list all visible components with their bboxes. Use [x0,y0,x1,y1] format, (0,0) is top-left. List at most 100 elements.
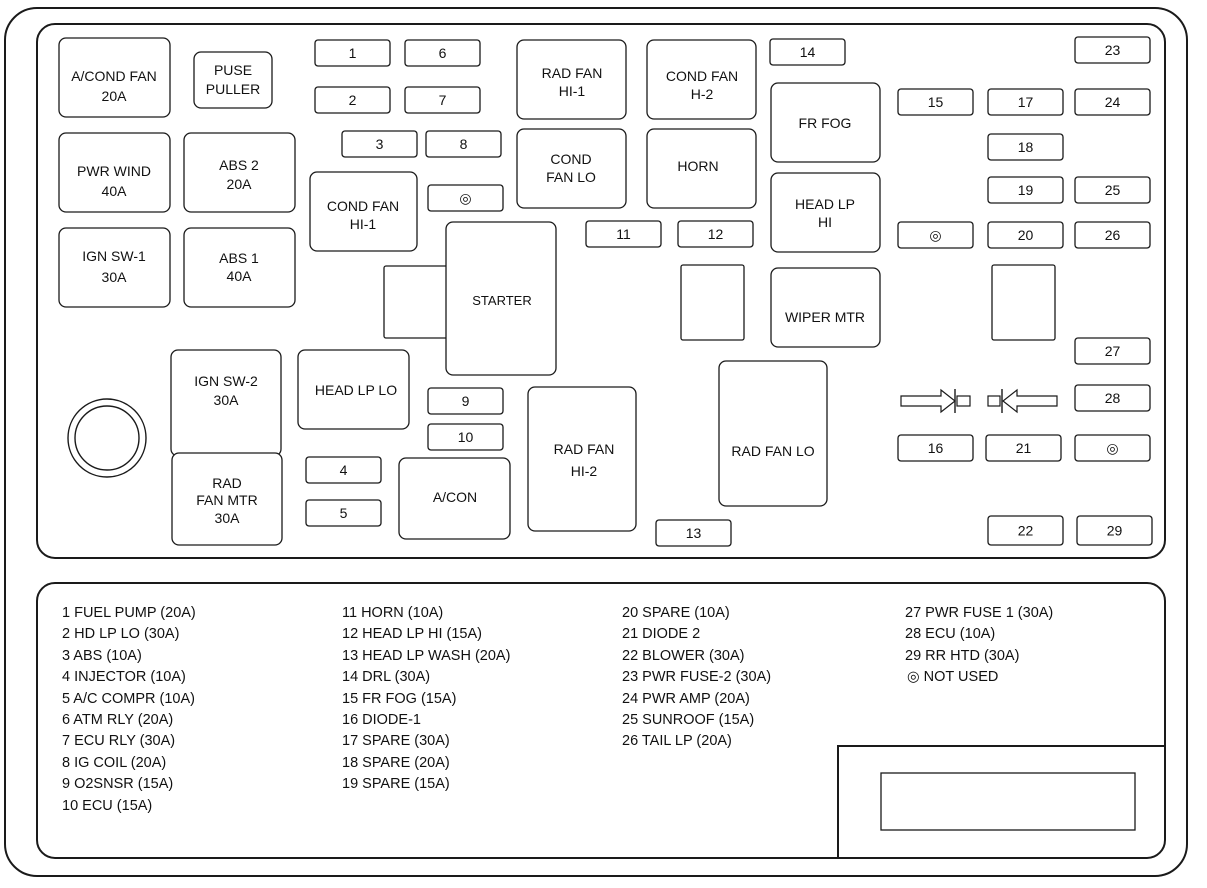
fuse-slot: 21 [985,434,1062,462]
legend-item: 8 IG COIL (20A) [62,754,167,771]
legend-panel [36,582,1166,859]
cell-text: 30A [102,269,128,285]
outer-frame [4,7,1188,877]
cell-text: IGN SW-1 [82,248,146,264]
label-plate [880,772,1136,831]
cell-acon: A/CON [398,457,511,540]
fuse-number: 28 [1105,390,1121,406]
cell-text: 40A [227,268,253,284]
fuse-number: 11 [616,226,631,242]
unused-fuse-slot: ◎ [1074,434,1151,462]
cell-text: HI-1 [350,216,377,232]
fuse-slot: 26 [1074,221,1151,249]
relay-socket [991,264,1056,341]
fuse-number: 25 [1105,182,1121,198]
legend-item: 1 FUEL PUMP (20A) [62,605,196,621]
legend-item: 21 DIODE 2 [622,626,701,643]
legend-item: 16 DIODE-1 [342,712,421,729]
legend-item: 5 A/C COMPR (10A) [62,690,195,707]
fuse-slot: 20 [987,221,1064,249]
fuse-panel [36,23,1166,559]
cell-abs1: ABS 1 40A [183,227,296,308]
fuse-number: 5 [340,505,348,521]
cell-text: RAD FAN [542,65,603,81]
cell-wiper-mtr: WIPER MTR [770,267,881,348]
fuse-slot: 7 [404,86,481,114]
legend-item: 26 TAIL LP (20A) [622,733,732,750]
cell-text: PULLER [206,81,260,97]
fuse-number: 29 [1107,523,1123,539]
cell-text: STARTER [472,293,531,308]
fuse-number: 24 [1105,94,1121,110]
legend-item: 11 HORN (10A) [342,605,444,621]
cell-cond-fan-lo: COND FAN LO [516,128,627,209]
fuse-slot: 24 [1074,88,1151,116]
fuse-slot: 10 [427,423,504,451]
legend-item: 23 PWR FUSE-2 (30A) [622,669,772,686]
fuse-slot: 1 [314,39,391,67]
cell-horn: HORN [646,128,757,209]
legend-not-used: ◎ NOT USED [907,669,999,685]
legend-item: 14 DRL (30A) [342,669,431,686]
cell-fr-fog: FR FOG [770,82,881,163]
cell-text: COND FAN [327,198,399,214]
cell-text: RAD FAN [554,441,615,457]
fuse-number: 12 [708,226,724,242]
cell-text: 40A [102,183,128,199]
cell-rad-fan-hi2: RAD FAN HI-2 [527,386,637,532]
cell-rad-fan-lo: RAD FAN LO [718,360,828,507]
legend-item: 3 ABS (10A) [62,647,142,664]
fuse-number: 23 [1105,42,1121,58]
fuse-number: 21 [1016,440,1032,456]
label-area [837,745,1165,858]
cell-text: ABS 2 [219,157,259,173]
unused-fuse-slot: ◎ [897,221,974,249]
legend-column-4: 27 PWR FUSE 1 (30A)28 ECU (10A)29 RR HTD… [905,603,1053,667]
cell-text: RAD FAN LO [731,443,814,459]
cell-text: H-2 [691,86,714,102]
cell-text: RAD [212,475,242,491]
fuse-number: 7 [439,92,447,108]
fuse-number: 2 [349,92,357,108]
fuse-number: 3 [376,136,384,152]
fuse-number: 22 [1018,523,1034,539]
fuse-number: 20 [1018,227,1034,243]
cell-starter: STARTER [383,221,557,376]
fuse-slot: 3 [341,130,418,158]
fuse-number: 15 [928,94,944,110]
fuse-slot: 18 [987,133,1064,161]
cell-text: PWR WIND [77,163,151,179]
cell-acond-fan: A/COND FAN 20A [58,37,171,118]
cell-rad-fan-hi1: RAD FAN HI-1 [516,39,627,120]
fuse-slot: 17 [987,88,1064,116]
cell-text: 20A [102,88,128,104]
diode-2-symbol [987,388,1058,414]
fuse-slot: 8 [425,130,502,158]
relay-socket [680,264,745,341]
fuse-slot: 2 [314,86,391,114]
cell-puse-puller: PUSE PULLER [193,51,273,109]
legend-item: 18 SPARE (20A) [342,754,450,771]
fuse-number: 19 [1018,182,1034,198]
fuse-number: 14 [800,44,816,60]
legend-item: 7 ECU RLY (30A) [62,733,176,750]
cell-text: HEAD LP LO [315,382,397,398]
legend-item: 24 PWR AMP (20A) [622,690,750,707]
legend-item: 17 SPARE (30A) [342,733,450,750]
legend-item: 15 FR FOG (15A) [342,690,457,707]
cell-text: A/COND FAN [71,68,157,84]
legend-item: 13 HEAD LP WASH (20A) [342,647,511,664]
diode-1-symbol [900,388,971,414]
terminal-ring [67,398,147,478]
fuse-number: 4 [340,462,348,478]
cell-head-lp-lo: HEAD LP LO [297,349,410,430]
legend-item: 25 SUNROOF (15A) [622,712,755,729]
cell-text: COND [550,151,591,167]
legend-column-2: 11 HORN (10A)12 HEAD LP HI (15A)13 HEAD … [342,603,510,796]
cell-text: 30A [214,392,240,408]
fuse-slot: 6 [404,39,481,67]
cell-ign-sw2: IGN SW-2 30A [170,349,282,457]
cell-text: PUSE [214,62,252,78]
fuse-number: 6 [439,45,447,61]
